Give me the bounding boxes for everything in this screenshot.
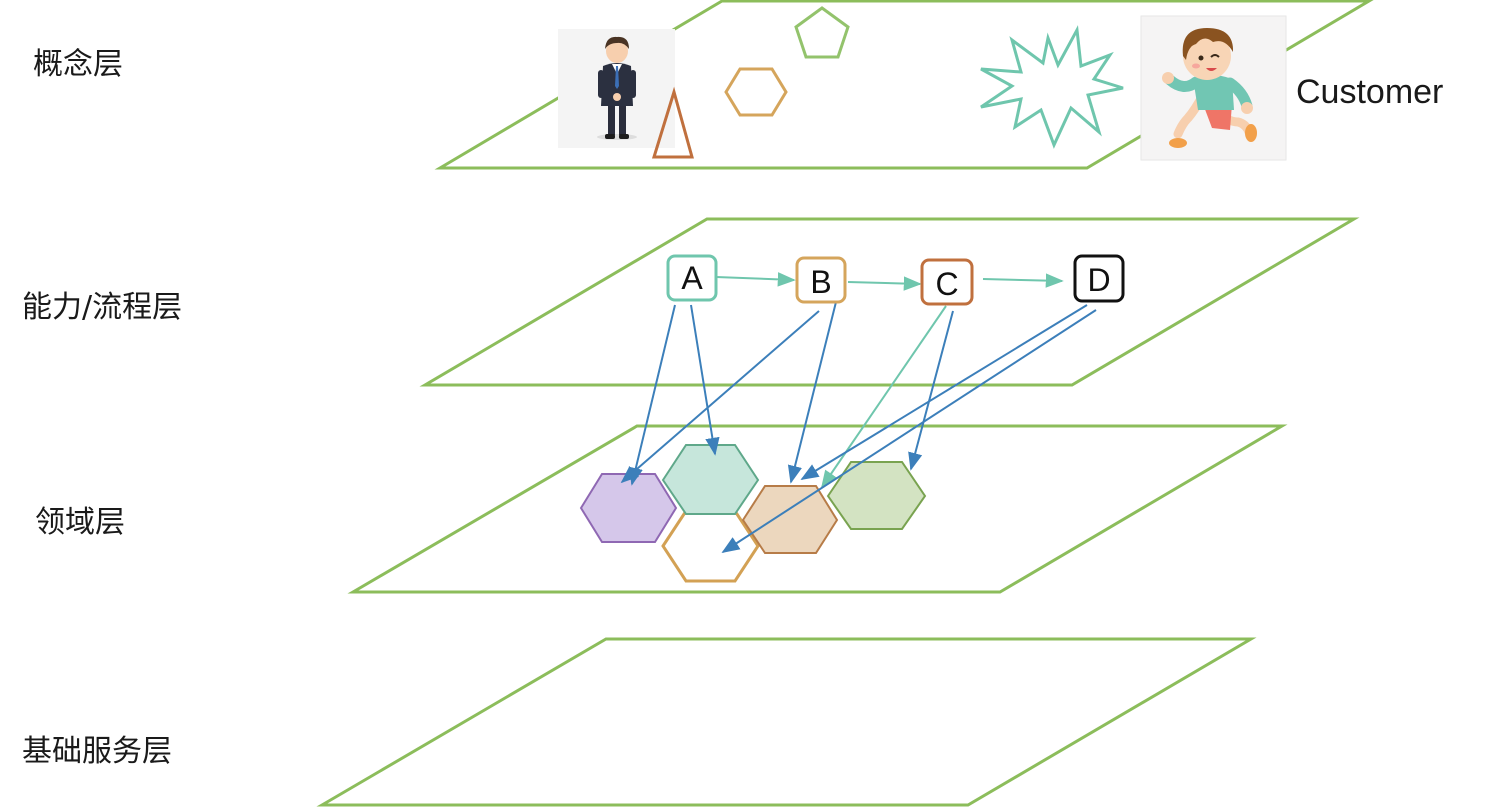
map-arrow-d-tan — [800, 304, 1088, 480]
infra-layer-plane — [316, 637, 1257, 807]
process-node-b-label: B — [810, 264, 831, 300]
child-running-icon — [1140, 15, 1287, 161]
process-node-d-label: D — [1087, 262, 1110, 298]
triangle-shape — [651, 86, 694, 159]
process-node-d-box — [1073, 254, 1125, 303]
capability-layer-label: 能力/流程层 — [22, 290, 183, 325]
process-node-c-label: C — [935, 266, 958, 302]
customer-label: Customer — [1296, 73, 1444, 111]
domain-hexagon-tan — [741, 485, 839, 554]
hexagon-shape — [724, 67, 788, 117]
map-arrow-d-white — [721, 309, 1097, 553]
process-node-c-box — [920, 258, 974, 306]
process-node-b: B — [795, 256, 847, 304]
map-arrow-c-tan — [820, 305, 947, 489]
domain-hexagon-teal — [661, 444, 760, 515]
map-arrow-a-teal — [690, 304, 720, 456]
flow-arrow-b-c — [847, 276, 922, 291]
process-node-b-box — [795, 256, 847, 304]
infra-layer-label: 基础服务层 — [22, 734, 172, 769]
process-node-d: D — [1073, 254, 1125, 303]
flow-arrow-c-d — [982, 273, 1064, 288]
map-arrow-a-purple — [628, 304, 676, 486]
map-arrow-b-tan — [787, 301, 837, 484]
concept-layer-label: 概念层 — [33, 47, 123, 82]
process-node-a-box — [666, 254, 718, 302]
flow-arrow-a-b — [715, 272, 796, 287]
domain-hexagon-green — [826, 461, 927, 530]
domain-layer-plane — [347, 424, 1288, 594]
businessman-icon — [558, 29, 675, 148]
process-node-a: A — [666, 254, 718, 302]
pentagon-shape — [794, 6, 850, 59]
map-arrow-c-green — [908, 310, 954, 471]
starburst-shape — [980, 25, 1124, 149]
process-node-c: C — [920, 258, 974, 306]
domain-layer-label: 领域层 — [35, 505, 125, 540]
domain-hexagon-purple — [579, 473, 678, 543]
process-node-a-label: A — [681, 260, 703, 296]
capability-layer-plane — [419, 217, 1360, 387]
map-arrow-b-purple — [620, 310, 820, 484]
